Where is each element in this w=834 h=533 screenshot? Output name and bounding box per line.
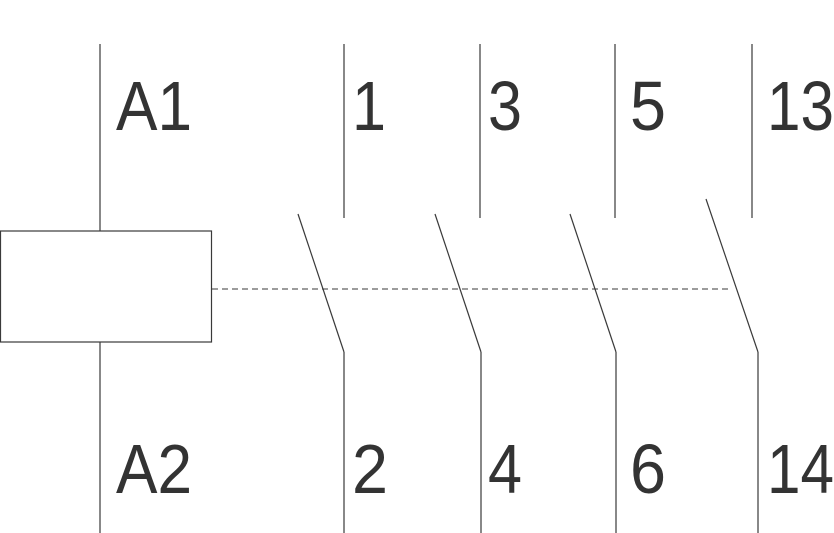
contact-5-6-top-label: 5: [630, 67, 666, 145]
contact-13-14-bottom-label: 14: [767, 430, 834, 508]
contact-1-2: 1 2: [297, 44, 388, 533]
contact-3-4-blade: [434, 213, 482, 353]
contact-13-14: 13 14: [705, 44, 834, 533]
contact-1-2-top-label: 1: [352, 67, 386, 145]
coil-terminal-a1: A1: [116, 67, 192, 145]
coil-group: A1 A2: [0, 44, 213, 533]
contact-13-14-top-label: 13: [767, 67, 834, 145]
contact-3-4-top-label: 3: [488, 67, 522, 145]
coil-terminal-a2: A2: [116, 430, 192, 508]
contact-5-6-bottom-label: 6: [630, 430, 666, 508]
contact-5-6-blade: [569, 213, 617, 353]
contact-13-14-blade: [705, 198, 759, 353]
coil-box: [0, 230, 213, 343]
contact-3-4: 3 4: [434, 44, 522, 533]
contact-1-2-blade: [297, 213, 345, 353]
contact-5-6: 5 6: [569, 44, 666, 533]
contact-3-4-bottom-label: 4: [488, 430, 522, 508]
contact-1-2-bottom-label: 2: [352, 430, 388, 508]
